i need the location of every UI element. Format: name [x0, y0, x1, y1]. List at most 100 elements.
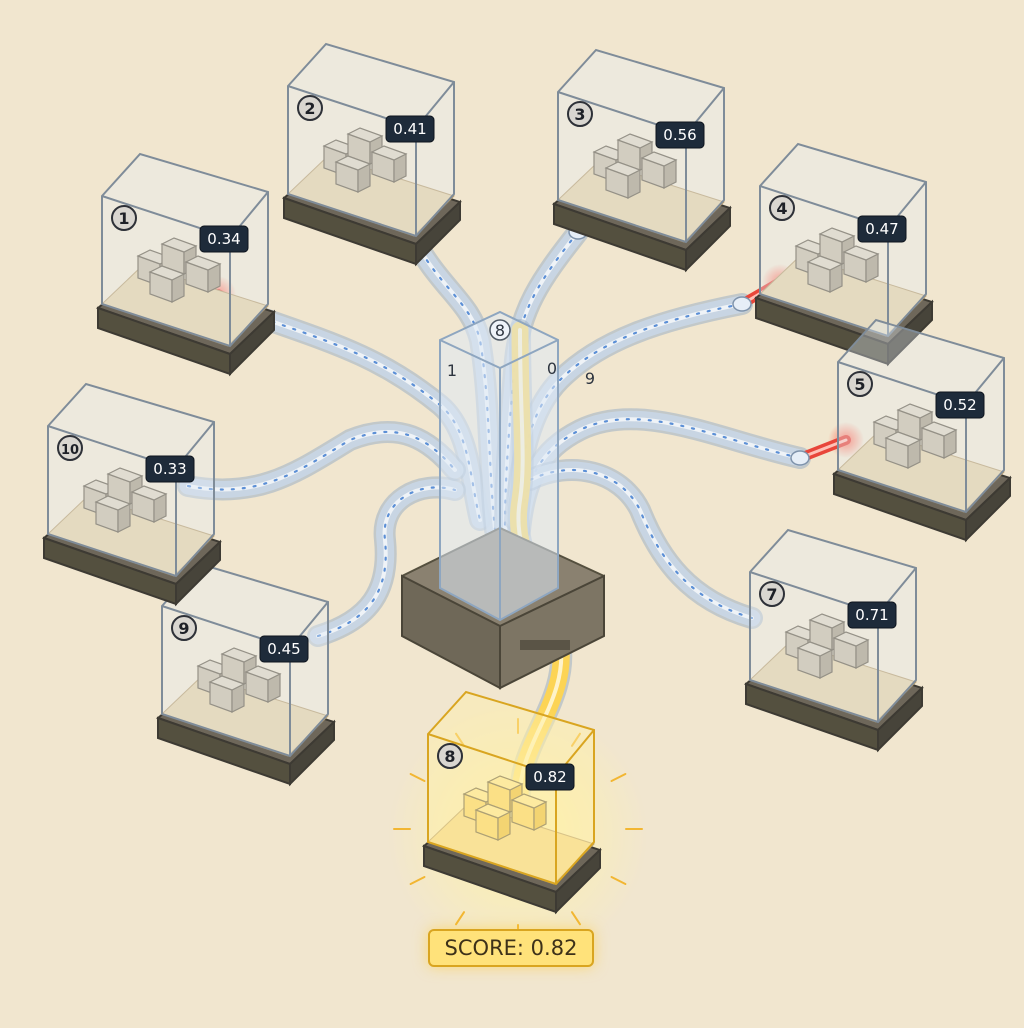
plinth-right [887, 299, 933, 367]
plinth-right [685, 205, 731, 273]
glow-ray [455, 911, 465, 926]
plinth-right [229, 309, 275, 377]
glow-ray [610, 876, 627, 885]
node-index-label: 9 [178, 619, 189, 638]
cube-top [184, 255, 222, 271]
glow-ray [409, 773, 426, 782]
central-tower: 8 1 0 9 [401, 310, 605, 690]
node-score-badge [385, 115, 435, 143]
glow-ray [571, 911, 581, 926]
node-10: 100.33 [41, 382, 222, 607]
node-index-circle [759, 581, 785, 607]
node-score-label: 0.34 [207, 230, 240, 248]
glass-case [749, 528, 917, 724]
cube-top [486, 775, 524, 791]
node-score-label: 0.41 [393, 120, 426, 138]
glass-case [557, 48, 725, 244]
node-5: 50.52 [831, 318, 1012, 543]
tower-label-right: 0 [547, 359, 557, 378]
node-index-label: 10 [61, 443, 79, 458]
tube-cap [790, 450, 810, 466]
plinth-right [175, 539, 221, 607]
cube-top [474, 803, 512, 819]
cube-top [884, 431, 922, 447]
glass-case [837, 318, 1005, 514]
tube-cap [732, 296, 752, 312]
cube-top [808, 613, 846, 629]
cube-top [920, 421, 958, 437]
node-7: 70.71 [743, 528, 924, 753]
node-index-label: 2 [304, 99, 315, 118]
tower-label-left: 1 [447, 361, 457, 380]
node-index-circle [847, 371, 873, 397]
plinth-right [965, 475, 1011, 543]
plinth-right [415, 199, 461, 267]
tower-base-slot [520, 640, 570, 650]
cube-top [818, 227, 856, 243]
tower-label-right-edge: 9 [585, 369, 595, 388]
cube-top [220, 647, 258, 663]
node-index-circle [437, 743, 463, 769]
node-index-label: 8 [444, 747, 455, 766]
plinth-right [555, 847, 601, 915]
tube-10 [177, 421, 466, 501]
node-index-label: 1 [118, 209, 129, 228]
plinth-right [289, 719, 335, 787]
cube-top [604, 161, 642, 177]
tube-9 [307, 476, 466, 647]
node-4: 40.47 [753, 142, 934, 367]
node-score-badge [199, 225, 249, 253]
node-index-label: 7 [766, 585, 777, 604]
node-score-badge [847, 601, 897, 629]
node-index-circle [57, 435, 83, 461]
node-9: 90.45 [155, 562, 336, 787]
glass-case [759, 142, 927, 338]
node-score-badge [655, 121, 705, 149]
cube-top [896, 403, 934, 419]
node-index-label: 4 [776, 199, 787, 218]
cube-top [640, 151, 678, 167]
node-2: 20.41 [281, 42, 462, 267]
node-index-circle [171, 615, 197, 641]
glass-case [427, 690, 595, 886]
final-score-badge: SCORE: 0.82 [428, 929, 594, 967]
node-score-badge [525, 763, 575, 791]
node-score-label: 0.33 [153, 460, 186, 478]
node-score-label: 0.47 [865, 220, 898, 238]
cube-top [106, 467, 144, 483]
cube-top [832, 631, 870, 647]
cube-top [130, 485, 168, 501]
cube-top [806, 255, 844, 271]
glow-ray [409, 876, 426, 885]
node-index-label: 5 [854, 375, 865, 394]
cube-top [370, 145, 408, 161]
cube-top [796, 641, 834, 657]
cube-top [208, 675, 246, 691]
node-score-badge [935, 391, 985, 419]
cube-top [842, 245, 880, 261]
cube-top [346, 127, 384, 143]
node-score-label: 0.52 [943, 396, 976, 414]
cube-top [616, 133, 654, 149]
glass-case [287, 42, 455, 238]
glass-case [101, 152, 269, 348]
node-score-label: 0.56 [663, 126, 696, 144]
glow-ray [455, 732, 465, 747]
tube-data-flow [186, 430, 457, 491]
node-score-badge [259, 635, 309, 663]
tube-7 [519, 459, 763, 629]
tube-highlight [528, 468, 754, 620]
node-index-label: 3 [574, 105, 585, 124]
plinth-right [877, 685, 923, 753]
cube-top [94, 495, 132, 511]
tower-label-top: 8 [495, 321, 505, 340]
tube-data-flow [518, 418, 802, 532]
cube-top [160, 237, 198, 253]
node-index-circle [111, 205, 137, 231]
node-index-circle [567, 101, 593, 127]
cube-top [334, 155, 372, 171]
node-index-circle [297, 95, 323, 121]
cube-top [510, 793, 548, 809]
cube-top [148, 265, 186, 281]
